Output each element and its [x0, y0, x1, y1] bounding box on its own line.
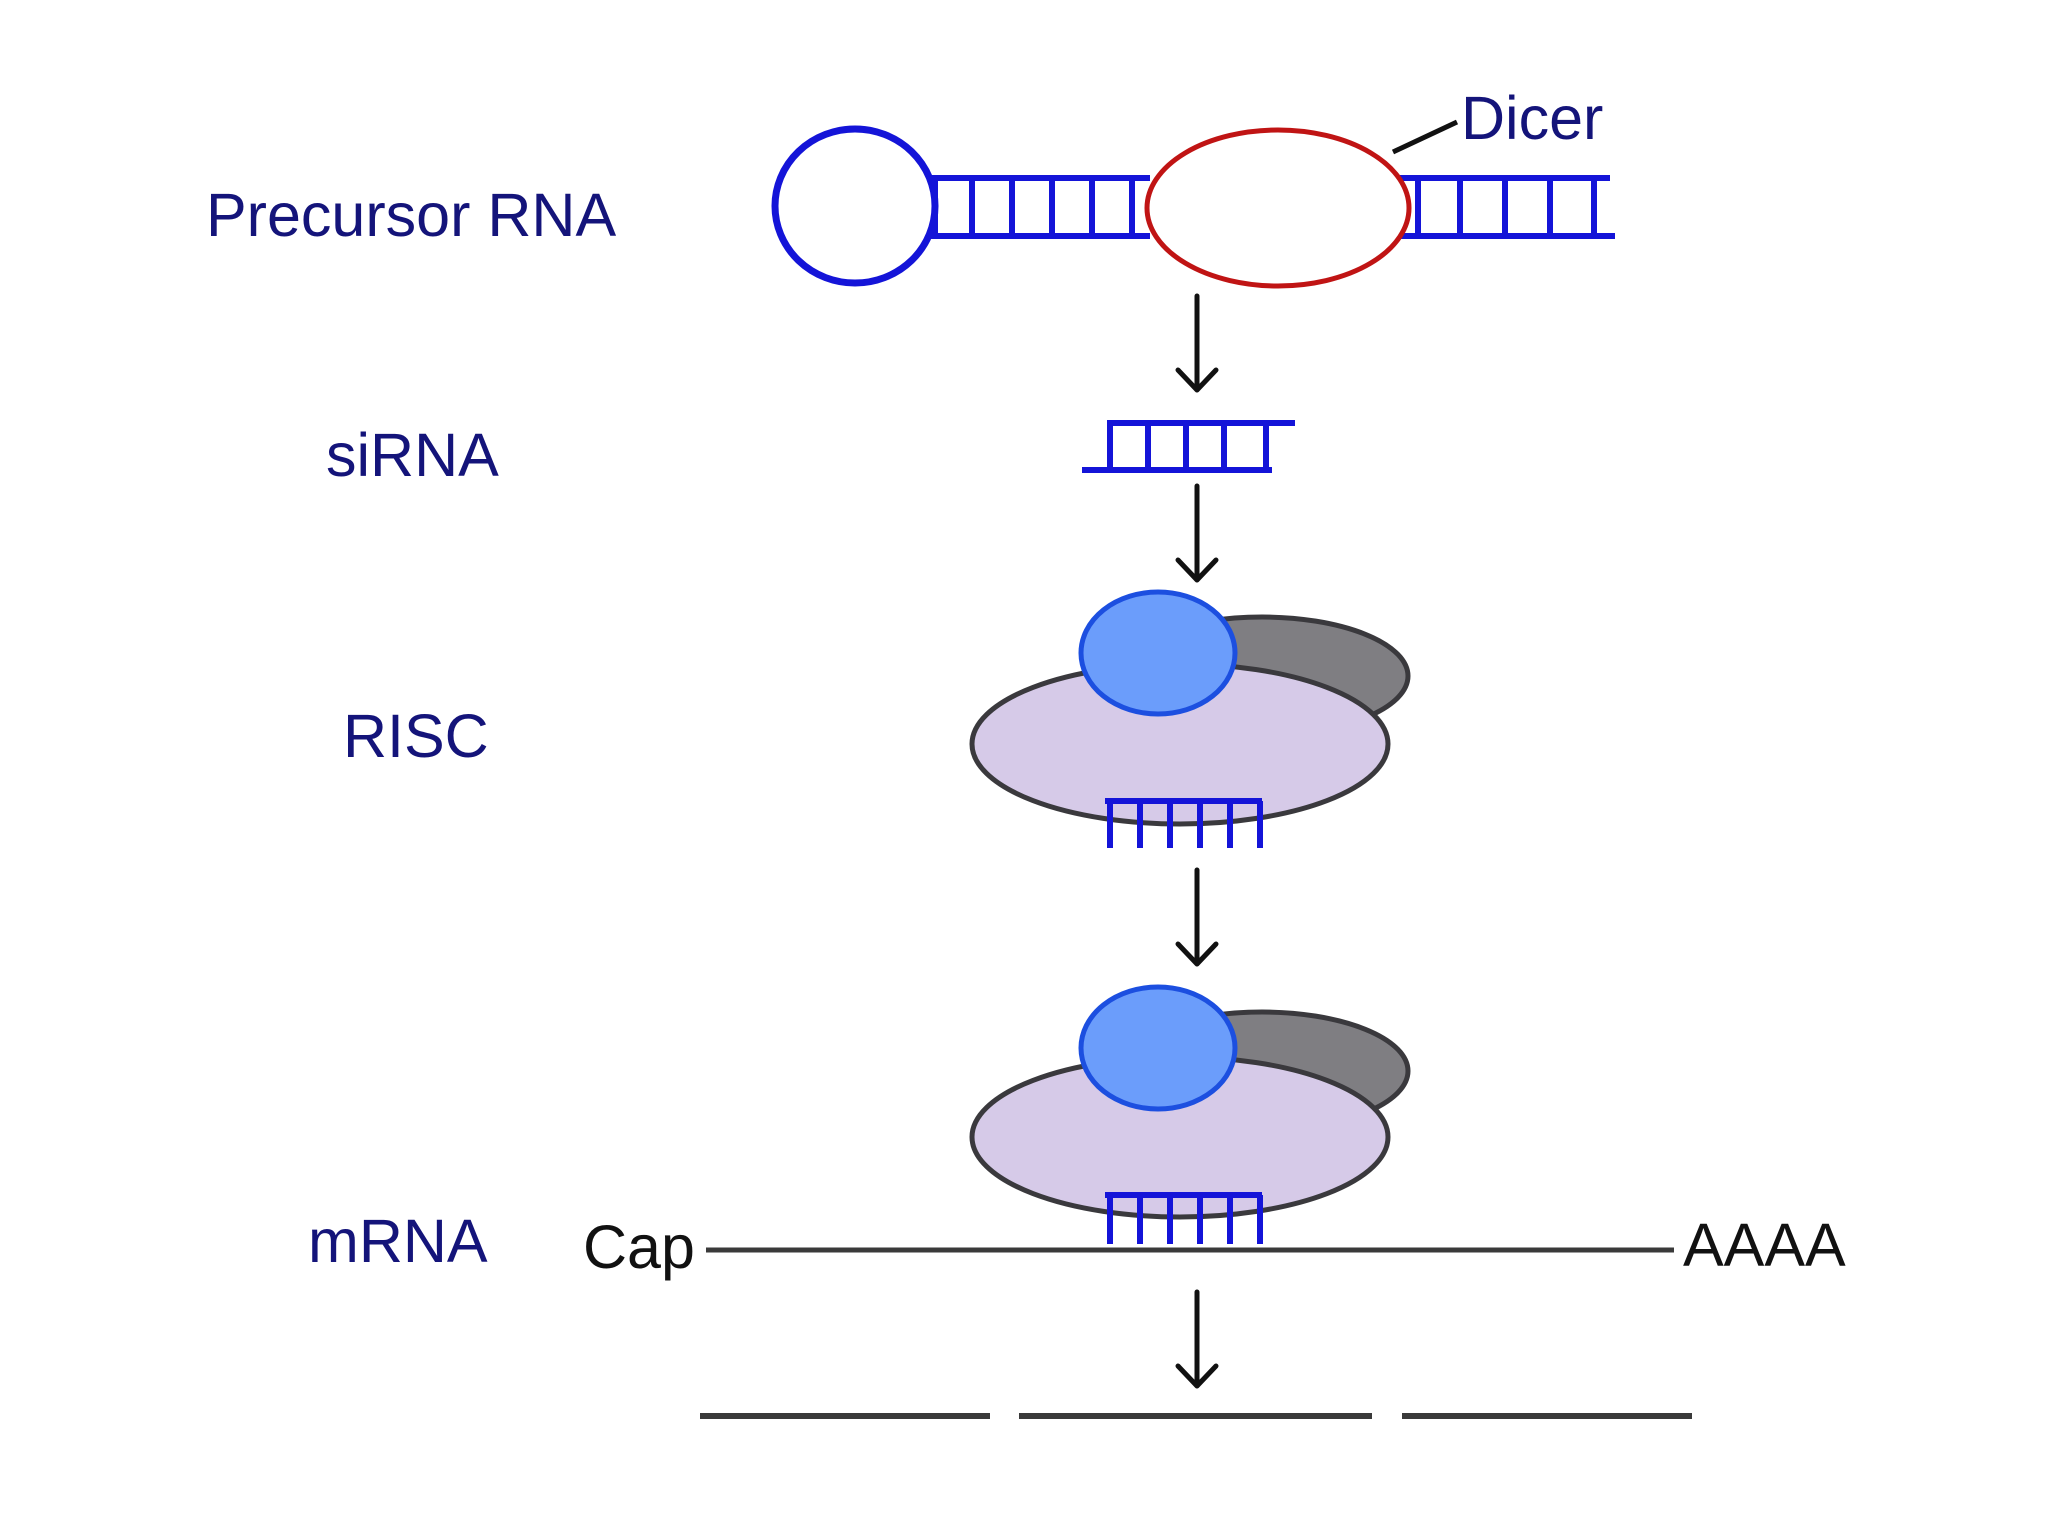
arrow-down-1 [1175, 293, 1219, 393]
arrow-down-3 [1175, 867, 1219, 967]
label-poly-a: AAAA [1683, 1211, 1846, 1279]
mrna-strand: Cap AAAA [583, 1211, 1846, 1281]
label-dicer: Dicer [1461, 84, 1603, 152]
dicer-enzyme [1144, 127, 1412, 289]
risc-complex [969, 589, 1411, 848]
precursor-rna-hairpin: Dicer [771, 84, 1615, 289]
risc-blue-subunit [1078, 589, 1238, 717]
stem-rungs-right [1415, 178, 1597, 236]
label-sirna: siRNA [326, 421, 499, 489]
risc-blue-subunit-2 [1078, 984, 1238, 1112]
hairpin-loop [771, 125, 939, 287]
sirna-duplex [1082, 420, 1295, 473]
label-precursor-rna: Precursor RNA [206, 181, 616, 249]
arrow-down-4 [1175, 1289, 1219, 1389]
risc-bound-strand [1105, 798, 1263, 848]
arrow-down-2 [1175, 483, 1219, 583]
label-risc: RISC [343, 702, 489, 770]
label-mrna: mRNA [308, 1207, 488, 1275]
label-cap: Cap [583, 1213, 695, 1281]
risc-bound-strand-2 [1105, 1192, 1263, 1244]
dicer-leader-line [1391, 119, 1459, 155]
stem-rungs-left [932, 178, 1135, 236]
risc-on-mrna [969, 984, 1411, 1244]
